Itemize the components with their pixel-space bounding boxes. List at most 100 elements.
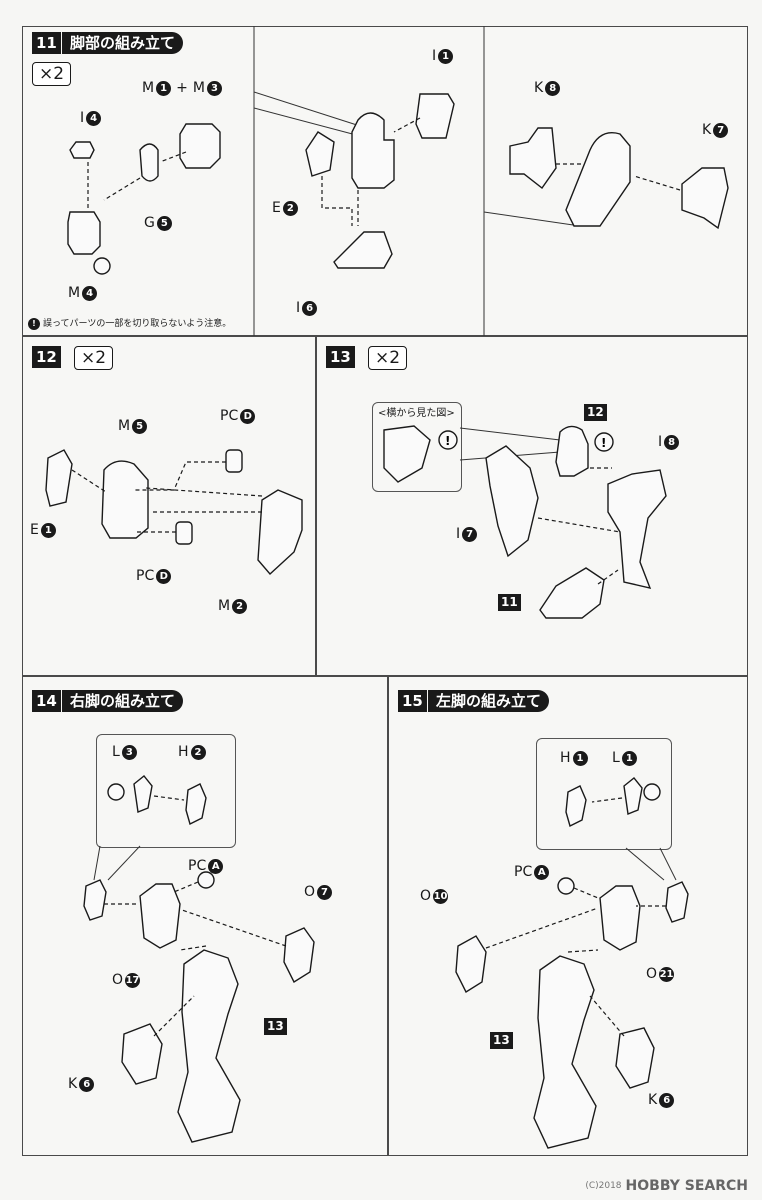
step-15-title: 左脚の組み立て <box>428 690 550 712</box>
part-g5 <box>139 143 159 182</box>
arrow-14-3 <box>173 881 199 893</box>
part-m4-tool <box>93 257 111 275</box>
part-pca-right <box>197 871 215 889</box>
part-step12-assy <box>555 425 589 477</box>
ref-step-13-left: 13 <box>490 1032 513 1049</box>
step-11-number: 11 <box>32 32 61 54</box>
caution-glyph-side: ! <box>445 434 450 448</box>
part-k7 <box>681 167 729 230</box>
callout-line-11a <box>253 91 361 127</box>
watermark-brand: HOBBY SEARCH <box>625 1178 748 1194</box>
step-11-multiplier: ×2 <box>32 62 72 86</box>
arrow-12-1 <box>71 469 107 493</box>
part-i4 <box>69 141 95 159</box>
ref-step-13-right: 13 <box>264 1018 287 1035</box>
arrow-15-6 <box>589 995 625 1037</box>
arrow-14-4 <box>181 909 287 947</box>
arrow-15-1 <box>591 797 623 803</box>
watermark-copyright: (C)2018 <box>585 1181 622 1191</box>
step-14-title: 右脚の組み立て <box>62 690 184 712</box>
arrow-14-6 <box>153 995 195 1037</box>
part-m2 <box>257 489 303 576</box>
callout-line-14a <box>93 845 101 881</box>
part-leg-13-right <box>177 949 241 1143</box>
arrow-14-1 <box>153 795 185 801</box>
arrow-13-2 <box>537 517 621 533</box>
arrow-13-3 <box>597 569 619 585</box>
part-m5 <box>101 460 149 539</box>
part-k6-right <box>121 1023 163 1085</box>
arrow-11-2 <box>103 177 141 201</box>
arrow-15-5 <box>567 949 599 953</box>
side-view-caption: <横から見た図> <box>378 408 455 419</box>
part-small-15 <box>665 881 689 923</box>
step-15-number: 15 <box>398 690 427 712</box>
part-i7 <box>485 445 539 558</box>
part-i1 <box>415 93 455 139</box>
caution-mark-side <box>438 430 458 450</box>
caution-mark-13 <box>594 432 614 452</box>
callout-line-15a <box>625 847 665 881</box>
step-14-number: 14 <box>32 690 61 712</box>
step-12-number: 12 <box>32 346 61 368</box>
step-13-number: 13 <box>326 346 355 368</box>
part-e1 <box>45 449 73 507</box>
step-13-multiplier: ×2 <box>368 346 408 370</box>
step-12-multiplier: ×2 <box>74 346 114 370</box>
part-l1 <box>623 777 643 815</box>
part-o21 <box>599 885 641 951</box>
hobby-search-watermark: (C)2018 HOBBY SEARCH <box>585 1178 748 1194</box>
part-e2 <box>305 131 335 177</box>
part-h1 <box>565 785 587 828</box>
callout-line-15b <box>659 847 677 881</box>
caution-glyph-13: ! <box>601 436 606 450</box>
part-center-assy <box>351 112 395 189</box>
arrow-12-5 <box>145 487 263 497</box>
part-pcd-top <box>225 449 243 473</box>
part-o17 <box>139 883 181 949</box>
part-i6 <box>333 231 393 269</box>
arrow-11-5 <box>321 176 353 226</box>
part-k8 <box>509 127 557 190</box>
part-leg-13-left <box>533 955 597 1149</box>
caution-icon: ! <box>28 318 40 330</box>
arrow-14-5 <box>179 945 207 951</box>
part-m4 <box>67 211 101 255</box>
callout-line-11b <box>253 107 361 137</box>
ref-step-11: 11 <box>498 594 521 611</box>
part-step11-assy <box>539 567 605 619</box>
callout-line-14b <box>107 845 141 881</box>
part-o10 <box>455 935 487 994</box>
part-pcd-bottom <box>175 521 193 545</box>
part-l3 <box>133 775 153 813</box>
arrow-11-4 <box>393 117 421 133</box>
caution-note: ! 誤ってパーツの一部を切り取らないよう注意。 <box>28 318 231 330</box>
part-h2 <box>185 783 207 826</box>
part-small-14 <box>83 879 107 921</box>
arrow-11-3 <box>159 151 187 163</box>
tool-mark-l3 <box>107 783 125 801</box>
